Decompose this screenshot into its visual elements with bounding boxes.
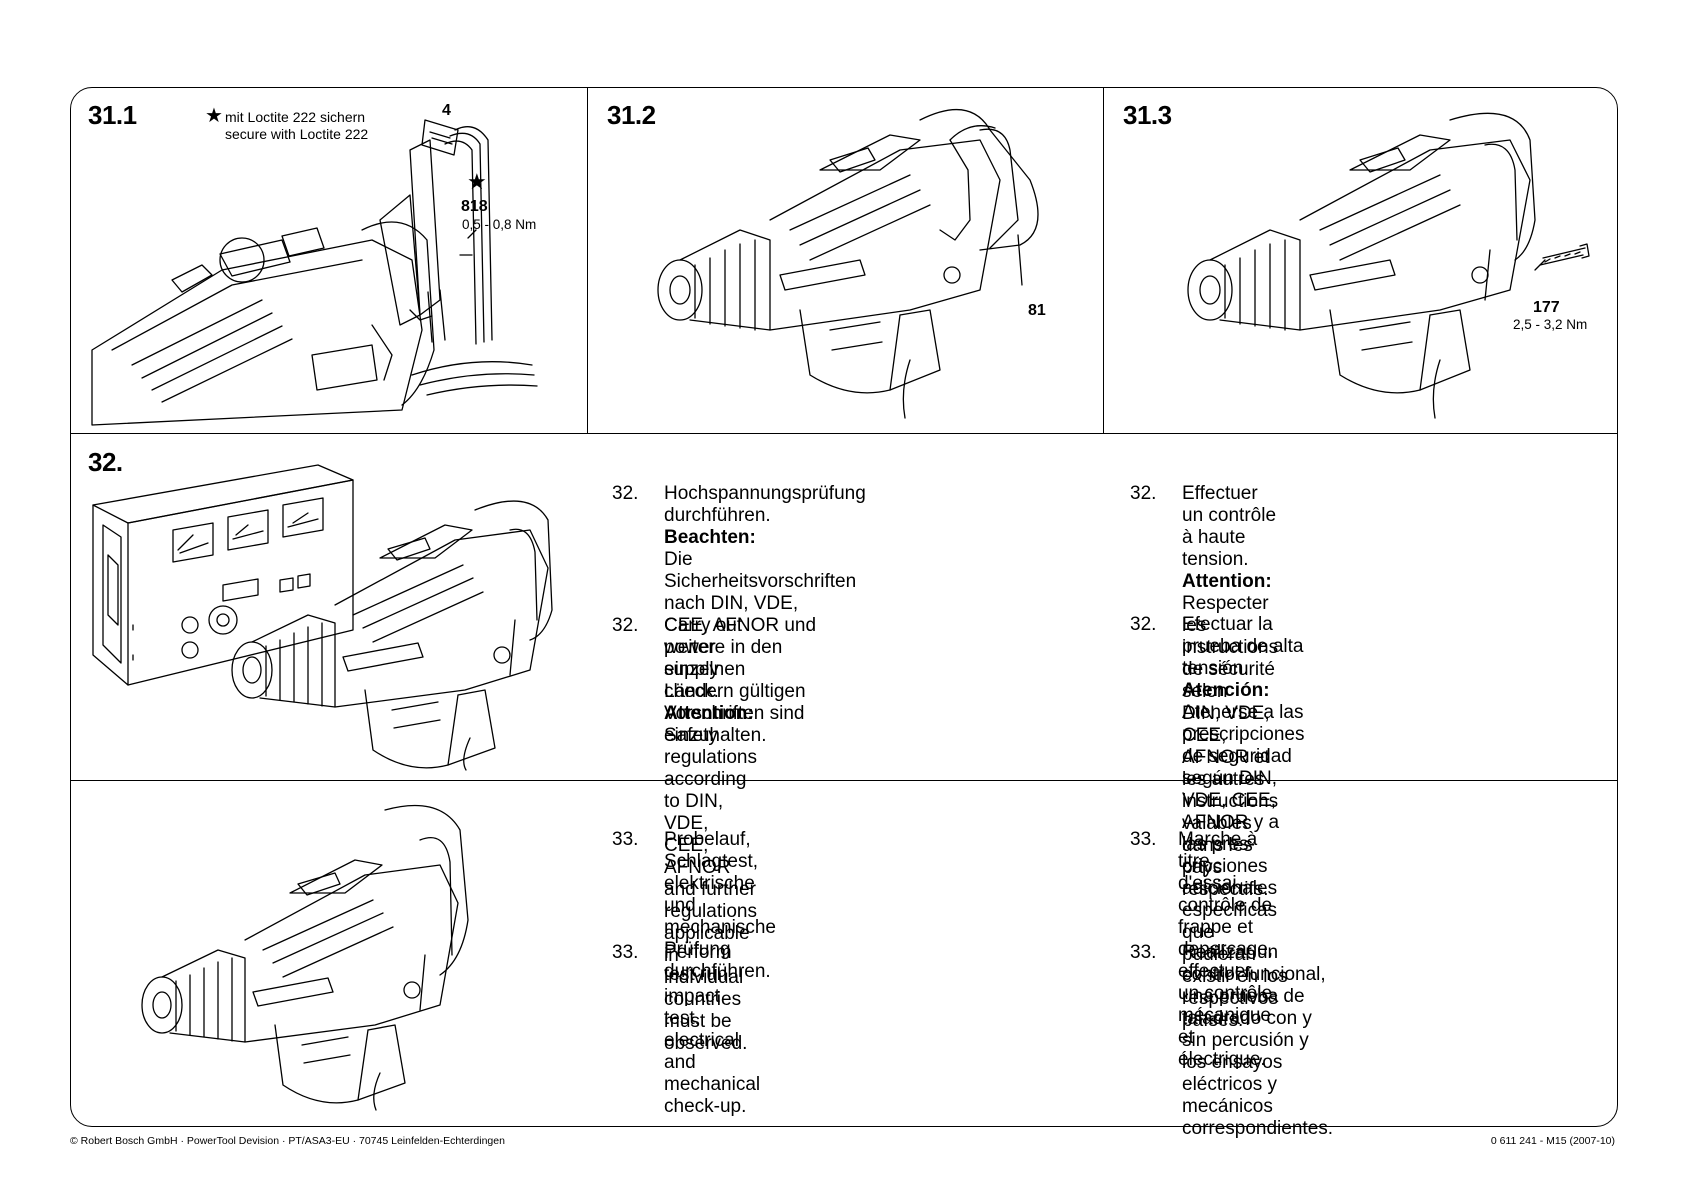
loctite-note-en: secure with Loctite 222 — [225, 126, 369, 142]
step-32-es-number: 32. — [1130, 614, 1157, 635]
step-32-es-bold: Atención: — [1182, 680, 1270, 701]
torque-spec-818: 0,5 - 0,8 Nm — [462, 217, 537, 232]
step-33-es-number: 33. — [1130, 942, 1157, 963]
step-33-fr-number: 33. — [1130, 829, 1157, 850]
footer-doc-number: 0 611 241 - M15 (2007-10) — [1490, 1135, 1615, 1147]
high-voltage-tester-illustration — [92, 464, 354, 686]
step-32-en-title: Carry out power supply check. — [664, 615, 743, 702]
step-33-fr-text: Marche à titre d'essai, contrôle de frap… — [1178, 829, 1274, 1070]
row-divider-2 — [71, 780, 1617, 781]
brush-holder-part-illustration — [379, 119, 493, 345]
step-32-de-title: Hochspannungsprüfung durchführen. — [664, 483, 866, 526]
step-32-de-number: 32. — [612, 483, 639, 504]
step-32-en-number: 32. — [612, 615, 639, 636]
step-number-32: 32. — [88, 447, 123, 477]
hammer-drill-brush-holder-illustration — [91, 221, 538, 426]
step-33-en-text: Perform test run, impact test, electrica… — [664, 942, 761, 1117]
hammer-drill-test-run-illustration — [141, 804, 469, 1111]
step-32-fr-bold: Attention: — [1182, 571, 1272, 592]
row-divider-1 — [71, 433, 1617, 434]
step-32-de-text: Die Sicherheitsvorschriften nach DIN, VD… — [664, 549, 857, 746]
step-number-31-3: 31.3 — [1123, 100, 1172, 130]
callout-part-177: 177 — [1533, 299, 1560, 316]
step-32-es-title: Efectuar la prueba de alta tensión. — [1182, 614, 1304, 679]
callout-part-81: 81 — [1028, 302, 1046, 319]
loctite-note-de: mit Loctite 222 sichern — [225, 109, 366, 125]
step-32-de-bold: Beachten: — [664, 527, 756, 548]
step-33-es-text: Realizar un control funcional, una prueb… — [1182, 942, 1334, 1139]
col-divider-1 — [587, 88, 588, 434]
step-32-fr-title: Effectuer un contrôle à haute tension. — [1182, 483, 1277, 570]
torque-spec-177: 2,5 - 3,2 Nm — [1513, 317, 1588, 332]
star-marker: ★ — [205, 105, 223, 127]
step-33-en-number: 33. — [612, 942, 639, 963]
callout-part-4: 4 — [442, 102, 451, 119]
step-32-es-text: Atenerse a las prescripciones de segurid… — [1182, 702, 1305, 1031]
hammer-drill-screw-illustration — [1187, 112, 1590, 419]
step-33-de-number: 33. — [612, 829, 639, 850]
col-divider-2 — [1103, 88, 1104, 434]
step-32-en-bold: Attention: — [664, 703, 754, 724]
step-number-31-2: 31.2 — [607, 100, 656, 130]
step-33-de-text: Probelauf, Schlagtest, elektrische und m… — [664, 829, 776, 982]
step-number-31-1: 31.1 — [88, 100, 137, 130]
footer-copyright: © Robert Bosch GmbH · PowerTool Devision… — [70, 1135, 505, 1147]
hammer-drill-test-illustration — [231, 500, 553, 771]
step-32-en-text: Safety regulations according to DIN, VDE… — [664, 725, 757, 1054]
page-frame — [70, 87, 1618, 1127]
step-32-fr-number: 32. — [1130, 483, 1157, 504]
hammer-drill-cover-illustration — [657, 108, 1039, 419]
step-32-fr-text: Respecter les instructions de sécurité s… — [1182, 593, 1279, 900]
